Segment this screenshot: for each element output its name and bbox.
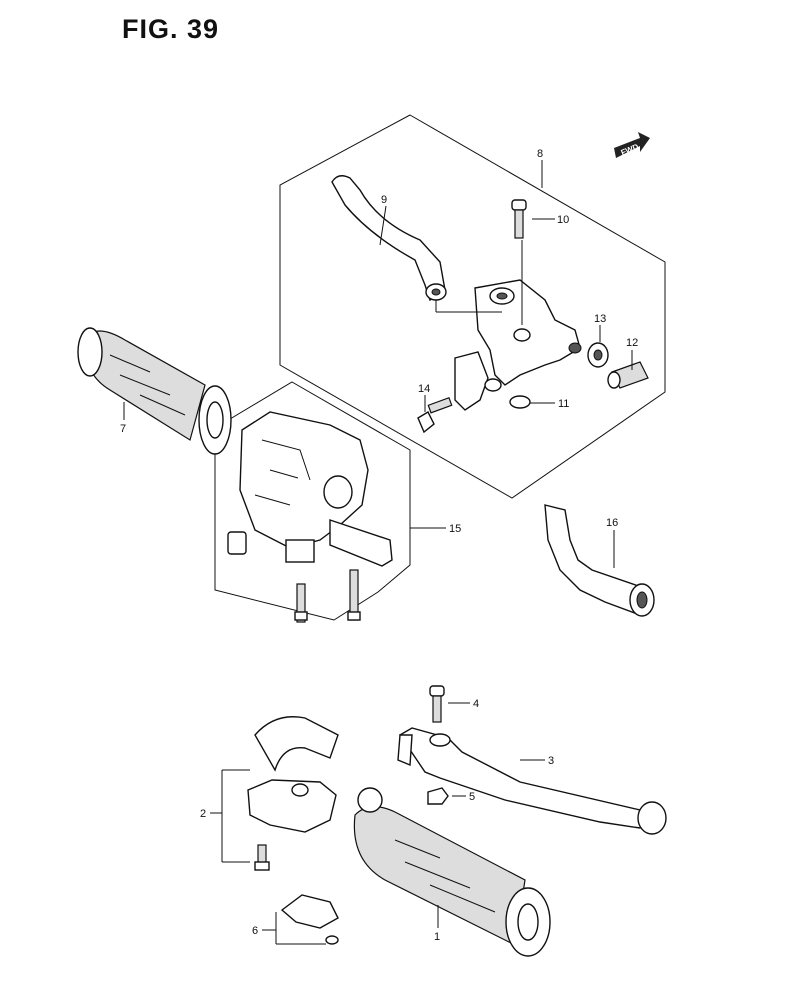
clutch-bolt-part xyxy=(429,685,445,723)
callout-10: 10 xyxy=(557,214,569,226)
left-switch-part xyxy=(227,411,393,623)
adjuster-part xyxy=(607,361,649,389)
brake-lever-part xyxy=(331,175,447,302)
callout-9: 9 xyxy=(381,194,387,206)
assembly-frame-8 xyxy=(279,114,666,499)
fwd-arrow-icon: FWD xyxy=(614,132,650,158)
callout-15: 15 xyxy=(449,523,461,535)
callout-6: 6 xyxy=(252,925,258,937)
callout-14: 14 xyxy=(418,383,430,395)
throttle-housing-part xyxy=(247,716,339,871)
right-grip-part xyxy=(353,787,551,957)
leader-lines xyxy=(123,160,633,945)
fwd-label: FWD xyxy=(620,142,640,157)
left-grip-part xyxy=(77,327,232,455)
throttle-sleeve-part xyxy=(544,504,655,617)
callout-16: 16 xyxy=(606,517,618,529)
clutch-nut-part xyxy=(427,787,449,805)
master-cylinder-part xyxy=(454,279,582,411)
callout-7: 7 xyxy=(120,423,126,435)
callout-1: 1 xyxy=(434,931,440,943)
cap-part-11 xyxy=(509,395,531,409)
pivot-bolt-part xyxy=(511,199,527,239)
callout-13: 13 xyxy=(594,313,606,325)
figure-title: FIG. 39 xyxy=(122,14,220,44)
callout-4: 4 xyxy=(473,698,479,710)
callout-12: 12 xyxy=(626,337,638,349)
clutch-lever-part xyxy=(397,727,667,835)
bracket-part-6 xyxy=(280,894,339,945)
callout-8: 8 xyxy=(537,148,543,160)
callout-3: 3 xyxy=(548,755,554,767)
callout-2: 2 xyxy=(200,808,206,820)
callout-11: 11 xyxy=(558,398,569,410)
callout-5: 5 xyxy=(469,791,475,803)
clamp-bolt-part-14 xyxy=(417,397,453,434)
